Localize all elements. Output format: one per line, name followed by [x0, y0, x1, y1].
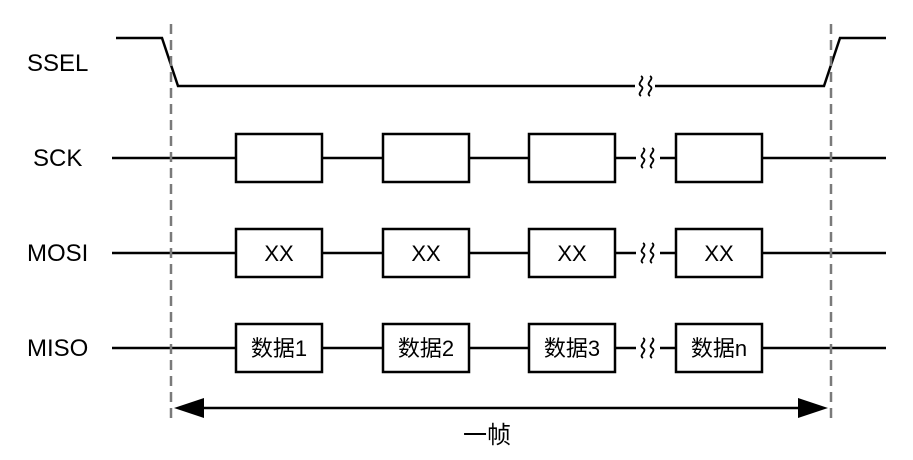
mosi-byte-3: XX — [527, 227, 617, 279]
mosi-byte-label: XX — [411, 241, 441, 266]
sck-clock-burst — [674, 132, 764, 184]
miso-byte-label: 数据3 — [544, 336, 600, 361]
mosi-byte-label: XX — [557, 241, 587, 266]
ssel-label: SSEL — [27, 50, 88, 77]
sck-clock-burst — [527, 132, 617, 184]
mosi-byte-1: XX — [234, 227, 324, 279]
miso-byte-2: 数据2 — [381, 322, 471, 374]
sck-break-mark — [640, 147, 655, 169]
mosi-waveform: XX XX XX XX — [112, 227, 886, 279]
miso-byte-label: 数据2 — [398, 336, 454, 361]
miso-byte-label: 数据1 — [251, 336, 307, 361]
sck-clock-burst — [381, 132, 471, 184]
mosi-break-mark — [640, 242, 655, 264]
mosi-byte-label: XX — [704, 241, 734, 266]
mosi-byte-n: XX — [674, 227, 764, 279]
ssel-waveform — [116, 36, 886, 97]
frame-label: 一帧 — [463, 421, 511, 449]
miso-waveform: 数据1 数据2 数据3 数据n — [112, 322, 886, 374]
miso-byte-3: 数据3 — [527, 322, 617, 374]
miso-byte-label: 数据n — [691, 336, 747, 361]
sck-label: SCK — [33, 145, 82, 172]
mosi-byte-label: XX — [264, 241, 294, 266]
mosi-byte-2: XX — [381, 227, 471, 279]
miso-break-mark — [640, 337, 655, 359]
arrowhead-left-icon — [174, 398, 204, 418]
sck-waveform — [112, 132, 886, 184]
mosi-label: MOSI — [27, 240, 88, 267]
arrowhead-right-icon — [798, 398, 828, 418]
miso-label: MISO — [27, 335, 88, 362]
miso-byte-1: 数据1 — [234, 322, 324, 374]
ssel-break-mark — [635, 75, 655, 97]
frame-span-arrow — [174, 398, 828, 418]
miso-byte-n: 数据n — [674, 322, 764, 374]
sck-clock-burst — [234, 132, 324, 184]
